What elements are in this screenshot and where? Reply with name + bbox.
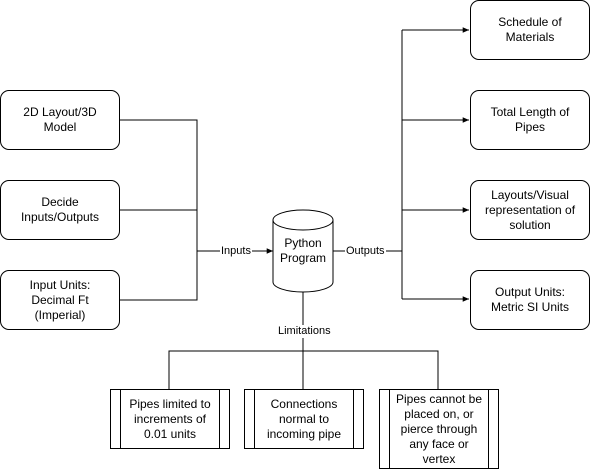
limitation-box-cannot-pierce: Pipes cannot be placed on, or pierce thr… xyxy=(379,389,499,469)
python-program-label: Python Program xyxy=(279,236,326,265)
limitation-box-label: Connections normal to incoming pipe xyxy=(266,396,342,441)
input-box-input-units: Input Units: Decimal Ft (Imperial) xyxy=(0,270,120,330)
limitations-bracket-line xyxy=(168,350,439,389)
input-box-2d-layout: 2D Layout/3D Model xyxy=(0,90,120,150)
input-box-decide-inputs-outputs: Decide Inputs/Outputs xyxy=(0,180,120,240)
output-box-label: Output Units: Metric SI Units xyxy=(490,285,569,314)
inputs-edge-label: Inputs xyxy=(220,245,252,258)
input-box-label: Input Units: Decimal Ft (Imperial) xyxy=(29,277,91,322)
output-box-schedule-of-materials: Schedule of Materials xyxy=(470,0,590,60)
limitation-box-label: Pipes cannot be placed on, or pierce thr… xyxy=(395,391,483,466)
output-box-total-length-of-pipes: Total Length of Pipes xyxy=(470,90,590,150)
output-box-label: Layouts/Visual representation of solutio… xyxy=(484,187,576,232)
output-box-output-units: Output Units: Metric SI Units xyxy=(470,270,590,330)
output-box-layouts-visual: Layouts/Visual representation of solutio… xyxy=(470,180,590,240)
input-box-label: Decide Inputs/Outputs xyxy=(20,195,100,224)
outputs-edge-label: Outputs xyxy=(345,245,386,258)
limitations-edge-label: Limitations xyxy=(277,325,332,338)
cylinder-top xyxy=(272,209,334,231)
limitation-box-connections-normal: Connections normal to incoming pipe xyxy=(244,389,364,449)
input-box-label: 2D Layout/3D Model xyxy=(23,105,97,134)
output-box-label: Total Length of Pipes xyxy=(490,105,570,134)
output-box-label: Schedule of Materials xyxy=(498,15,562,44)
limitation-box-label: Pipes limited to increments of 0.01 unit… xyxy=(129,396,211,441)
limitation-box-increments: Pipes limited to increments of 0.01 unit… xyxy=(110,389,230,449)
cylinder-body xyxy=(272,220,334,293)
